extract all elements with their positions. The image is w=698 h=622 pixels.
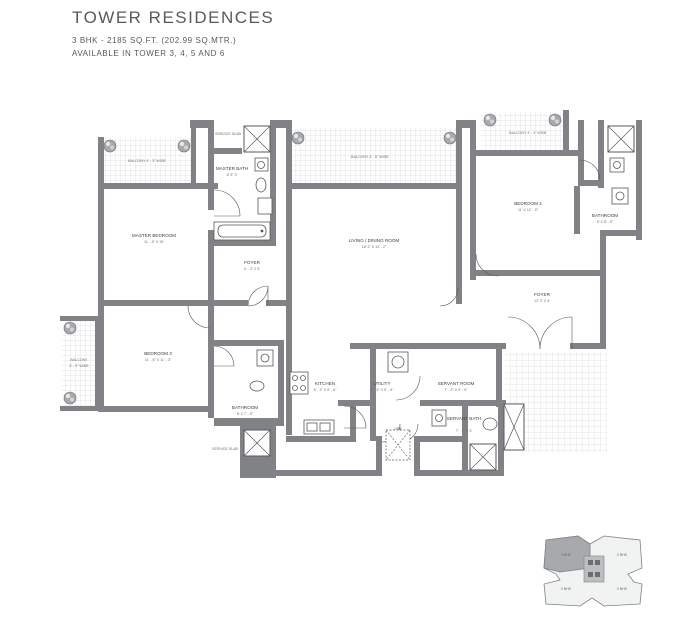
room-balcony-left: BALCONY [70,358,88,362]
room-bedroom-2-dim: 11' X 12' - 9" [518,208,539,212]
balcony-top-left-floor [103,137,191,185]
room-balcony-left-dim: 3' - 3" WIDE [69,364,89,368]
room-labels: BALCONY 4' - 3" WIDE SERVICE SLAB MASTER… [69,131,618,451]
room-bathroom-bottom: BATHROOM [232,405,258,410]
room-balcony-top-right: BALCONY 4' - 3" WIDE [509,131,547,135]
room-servant-room-dim: 7' - 3" X 5' - 9" [445,388,468,392]
keyplan-unit-2: 3 BHK [617,553,628,557]
room-bedroom-2: BEDROOM 2 [514,201,542,206]
keyplan-unit-4: 3 BHK [617,587,628,591]
room-foyer-right-dim: 13' 3" X 6' [534,299,550,303]
plant-icon [63,391,77,405]
room-master-bath: MASTER BATH [216,166,248,171]
header: TOWER RESIDENCES 3 BHK - 2185 SQ.FT. (20… [72,8,274,60]
room-kitchen-dim: 6' - 3" X 9' - 6" [314,388,337,392]
room-bathroom-right: BATHROOM [592,213,618,218]
room-vrv: VRV [394,427,402,431]
fixtures [213,157,629,435]
room-utility-dim: 4' - 6" X 5' - 9" [371,388,394,392]
plant-icon [63,321,77,335]
doors [187,159,601,443]
unit-info: 3 BHK - 2185 SQ.FT. (202.99 SQ.MTR.) AVA… [72,34,274,60]
room-balcony-top-left: BALCONY 4' - 3" WIDE [128,159,166,163]
room-servant-bath: SERVANT BATH [447,416,481,421]
room-bathroom-bottom-dim: 8' X 7' - 9" [237,412,254,416]
room-master-bath-dim: 6' 5" 9' [227,173,238,177]
plant-icon [483,113,497,127]
key-plan: 3 BHK 3 BHK 3 BHK 3 BHK [543,535,643,607]
room-bedroom-3: BEDROOM 3 [144,351,172,356]
shaft-box [243,125,271,153]
room-servant-room: SERVANT ROOM [438,381,475,386]
plant-icon [103,139,117,153]
room-kitchen: KITCHEN [315,381,335,386]
room-master-bedroom: MASTER BEDROOM [132,233,176,238]
room-utility: UTILITY [373,381,390,386]
plant-icon [548,113,562,127]
room-foyer-left: FOYER [244,260,261,265]
tower-availability: AVAILABLE IN TOWER 3, 4, 5 AND 6 [72,49,225,58]
room-bathroom-right-dim: 5' X 8' - 9" [597,220,614,224]
balcony-top-mid-floor [292,128,460,185]
shaft-box [469,443,497,471]
unit-size: 3 BHK - 2185 SQ.FT. (202.99 SQ.MTR.) [72,36,237,45]
room-balcony-top-mid: BALCONY 4' - 6" WIDE [351,155,389,159]
room-master-bedroom-dim: 11' - 6" X 15' [144,240,164,244]
keyplan-unit-3: 3 BHK [561,587,572,591]
plant-icon [291,131,305,145]
room-servant-bath-dim: 7' - 3" X 3' [456,429,473,433]
room-foyer-left-dim: 4' - 3" X 5' [244,267,261,271]
plant-icon [177,139,191,153]
room-living-dining-dim: 18' 3" X 14' - 2" [362,245,387,249]
room-living-dining: LIVING / DINING ROOM [349,238,400,243]
room-foyer-right: FOYER [534,292,551,297]
page-title: TOWER RESIDENCES [72,8,275,27]
plant-icon [443,131,457,145]
shaft-box [607,125,635,153]
room-service-slab-top: SERVICE SLAB [215,132,242,136]
keyplan-unit-1: 3 BHK [561,553,572,557]
shaft-box [243,429,271,457]
room-bedroom-3-dim: 11' - 6" X 11' - 3" [145,358,172,362]
room-service-slab-bottom: SERVICE SLAB [212,447,239,451]
